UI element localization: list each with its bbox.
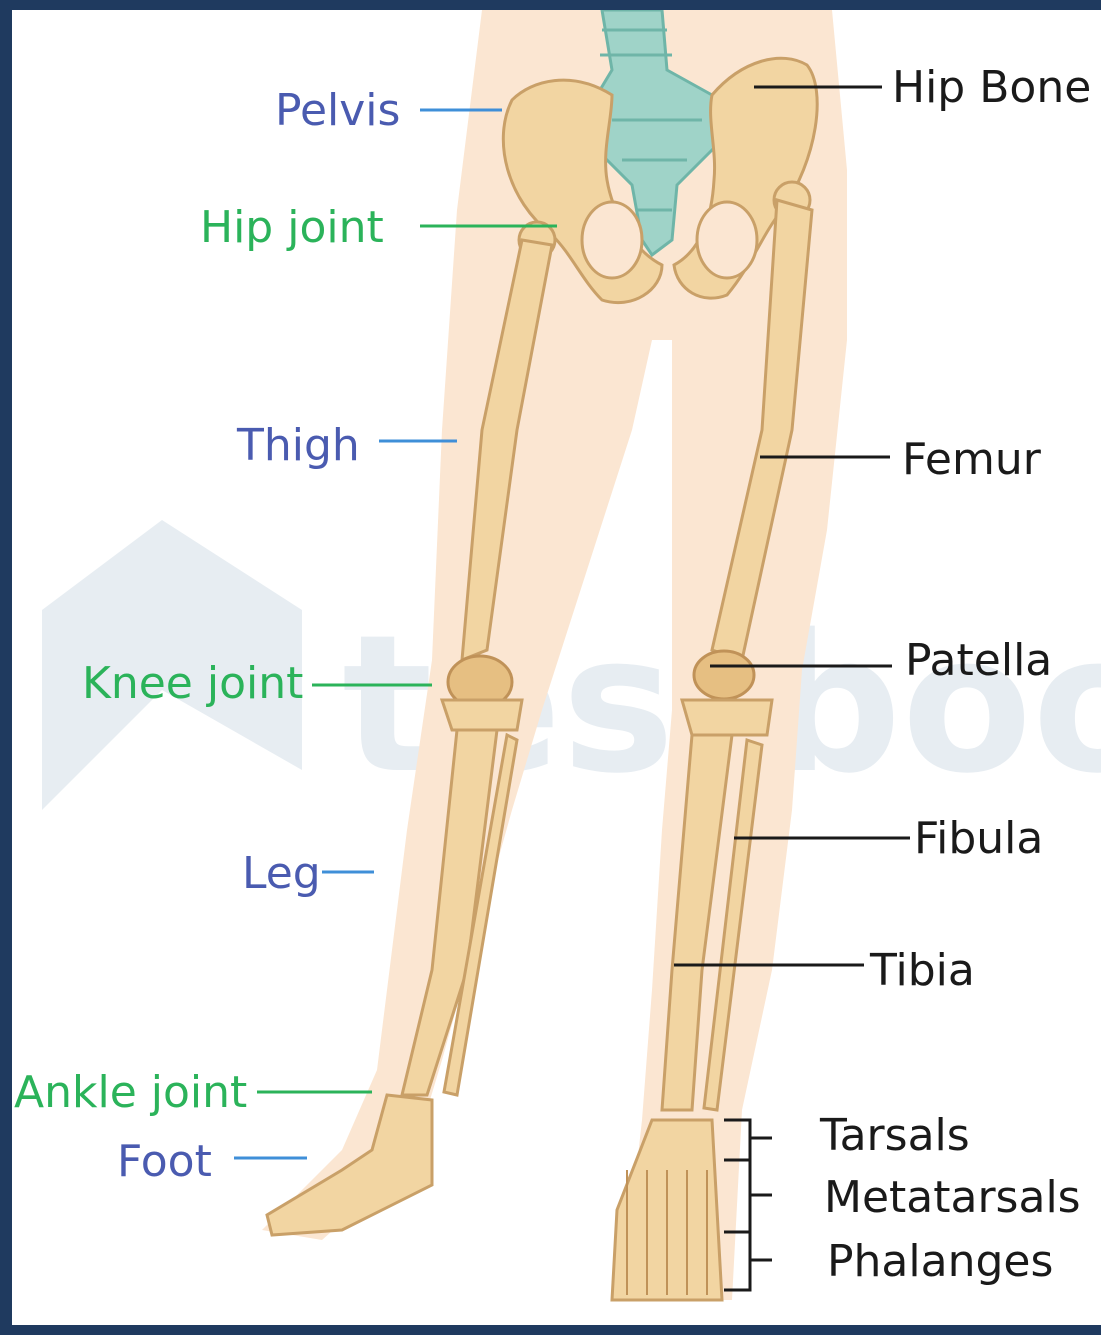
label-tarsals: Tarsals — [819, 1110, 970, 1161]
label-ankle-joint: Ankle joint — [14, 1067, 247, 1118]
label-foot: Foot — [117, 1136, 212, 1187]
right-foot — [267, 1095, 432, 1235]
left-patella — [694, 651, 754, 699]
label-leg: Leg — [242, 848, 321, 899]
label-patella: Patella — [905, 635, 1052, 686]
label-femur: Femur — [902, 434, 1042, 485]
label-pelvis: Pelvis — [275, 85, 400, 136]
label-tibia: Tibia — [869, 945, 975, 996]
skeleton-diagram: testbook Pelvis Hip join — [12, 10, 1101, 1325]
label-thigh: Thigh — [236, 420, 360, 471]
diagram-frame: testbook Pelvis Hip join — [12, 10, 1101, 1325]
label-fibula: Fibula — [914, 813, 1043, 864]
label-knee-joint: Knee joint — [82, 658, 303, 709]
label-hip-bone: Hip Bone — [892, 62, 1091, 113]
label-phalanges: Phalanges — [827, 1236, 1053, 1287]
label-hip-joint: Hip joint — [200, 202, 384, 253]
label-metatarsals: Metatarsals — [824, 1172, 1081, 1223]
